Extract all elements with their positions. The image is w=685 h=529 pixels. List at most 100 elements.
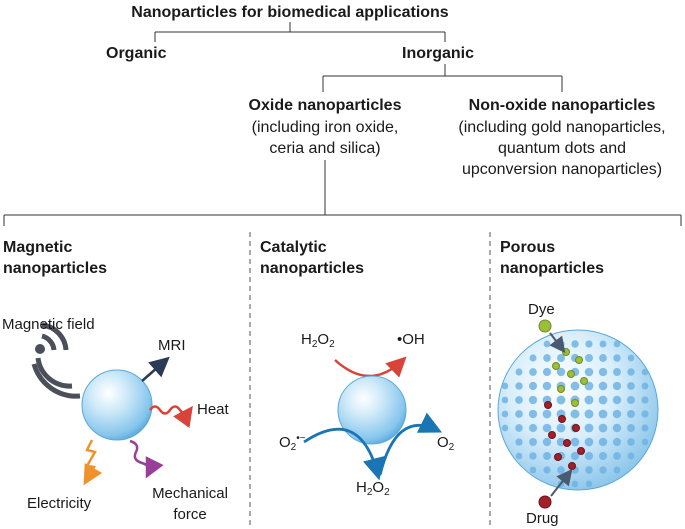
mechanical-force-label-2: force [173,506,207,523]
oxide-desc-1: (including iron oxide, [251,119,399,136]
heat-label: Heat [197,401,229,418]
non-oxide-desc-1: (including gold nanoparticles, [458,119,666,136]
pore [627,409,635,419]
pore [598,451,608,461]
pore [585,466,593,474]
oxide-desc-2: ceria and silica) [269,140,381,157]
pore [598,423,608,433]
pore [528,381,538,391]
pore [557,466,565,474]
drug-arrow [550,468,573,497]
pore [584,395,594,405]
non-oxide-desc-2: quantum dots and [497,140,627,157]
pore [598,409,608,419]
h2o2-top-label: H2O2 [301,331,335,350]
pore [585,340,593,348]
superoxide-label: O2•− [279,433,306,453]
pore [529,466,537,474]
top-red-arrow [334,356,407,378]
pore [641,368,649,376]
drug-molecule [538,495,552,509]
pore [584,437,594,447]
catalytic-nanoparticle-sphere [337,375,407,445]
page-title: Nanoparticles for biomedical application… [131,4,449,21]
pore [515,382,523,390]
pore [599,354,607,362]
pore [612,437,622,447]
catalytic-panel [303,356,443,481]
pore [556,367,566,377]
pore [570,437,580,447]
pore [542,423,552,433]
pore [529,452,537,460]
porous-nanoparticle-sphere [497,329,659,491]
pore [529,368,537,376]
pore [627,368,635,376]
pore [528,395,538,405]
pore [501,396,509,404]
pore [627,395,635,405]
pore [501,382,509,390]
electricity-arrow [83,439,103,486]
pore [542,409,552,419]
dye-molecule [538,319,552,333]
non-oxide-desc-3: upconversion nanoparticles) [461,161,663,178]
oxide-title: Oxide nanoparticles [248,97,402,114]
pore [543,354,551,362]
pore [627,424,635,432]
dye-dot [571,399,579,407]
dye-dot [552,362,560,370]
pore [570,409,580,419]
pore [641,424,649,432]
pore [613,354,621,362]
porous-title-1: Porous [500,239,556,256]
h2o2-bottom-label: H2O2 [356,479,390,498]
pore [613,452,621,460]
drug-dot [572,424,580,432]
cargo-dots [544,348,588,470]
pore [598,381,608,391]
pore [570,381,580,391]
pores [501,340,649,488]
porous-panel [497,319,659,509]
magnetic-panel [31,322,193,486]
magnetic-field-source-icon [35,344,45,354]
pore [612,395,622,405]
magnetic-nanoparticle-sphere [81,369,153,441]
pore [599,340,607,348]
pore [543,340,551,348]
mri-arrow [141,356,170,382]
magnetic-field-label: Magnetic field [2,316,95,333]
pore [627,354,635,362]
dye-dot [557,385,565,393]
pore [501,410,509,418]
left-blue-arrow [303,427,385,481]
pore [542,367,552,377]
pore [584,423,594,433]
catalytic-title-1: Catalytic [260,239,327,256]
pore [584,451,594,461]
pore [542,381,552,391]
pore [529,354,537,362]
pore [515,410,523,418]
pore [613,466,621,474]
pore [598,367,608,377]
pore [528,409,538,419]
oxygen-label: O2 [437,434,455,453]
drug-dot [558,415,566,423]
pore [598,437,608,447]
pore [584,367,594,377]
dye-dot [567,370,575,378]
mechanical-force-arrow [129,439,164,479]
pore [599,466,607,474]
mechanical-force-label-1: Mechanical [152,485,228,502]
pore [529,437,537,447]
heat-arrow [148,405,193,429]
dye-dot [575,356,583,364]
hydroxyl-radical-label: •OH [397,331,425,348]
catalytic-title-2: nanoparticles [260,260,365,277]
pore [585,353,593,363]
pore [556,423,566,433]
pore [515,368,523,376]
pore [612,423,622,433]
